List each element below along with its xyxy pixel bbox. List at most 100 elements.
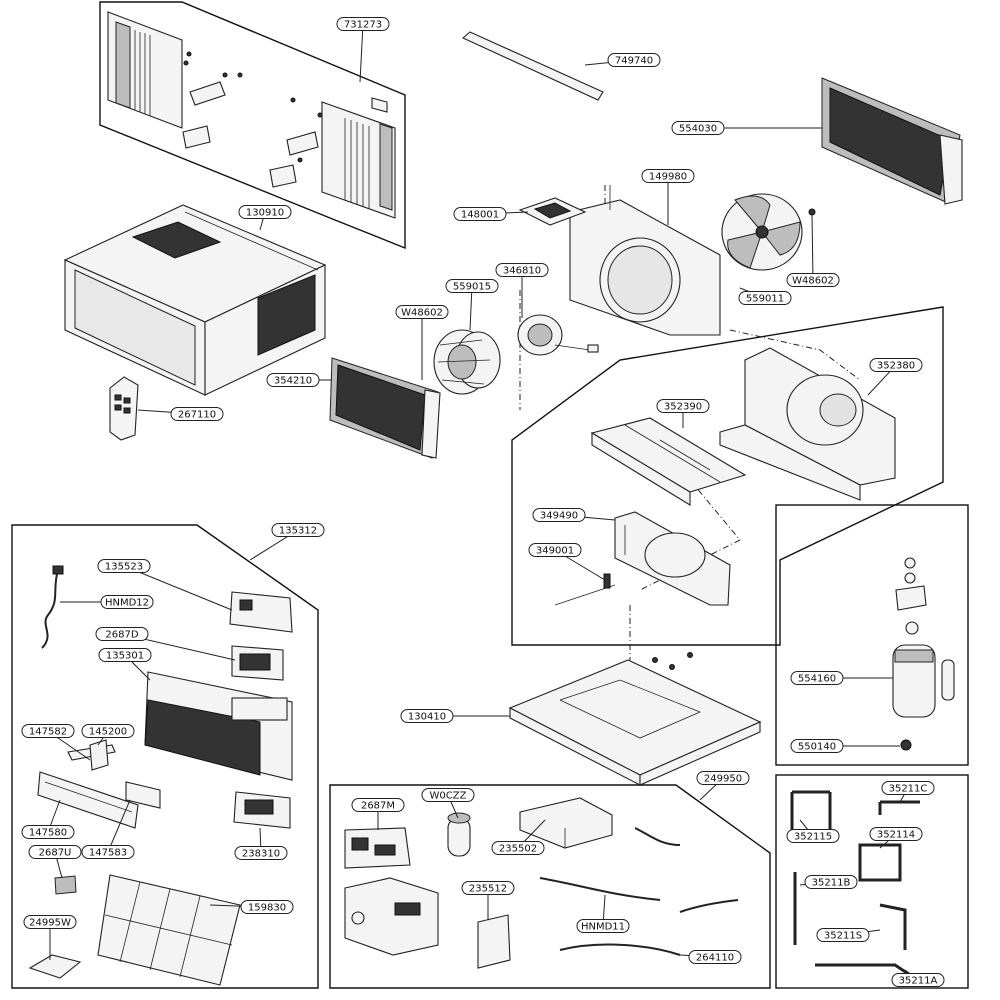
part-number-label: 35211C [889,784,928,795]
part-number-pill [495,263,549,277]
part-number-pill [786,273,840,287]
part-number-label: 147580 [29,828,67,839]
top-rail [461,31,604,101]
leader-line [469,285,473,331]
condenser-fan [721,193,816,271]
part-callout-550140: 550140 [790,739,900,753]
part-number-pill [528,543,582,557]
front-grille [144,671,293,781]
part-callout-2687u: 2687U [28,845,82,879]
part-callout-159830: 159830 [209,900,294,914]
electrical-group-box [329,784,771,989]
blower-wheel [433,329,501,395]
part-number-label: 554030 [679,124,717,135]
compressor-group-box [775,504,969,766]
part-number-label: 249950 [704,774,742,785]
part-number-label: 354210 [274,376,312,387]
leader-line [359,23,364,83]
part-callout-35211b: 35211B [799,875,858,889]
part-callout-w0czz: W0CZZ [421,788,475,819]
part-number-label: 349001 [536,546,574,557]
part-callout-130910: 130910 [238,205,292,231]
pcb-2687d [231,645,284,681]
orifice-plate [614,511,731,606]
part-number-label: 135301 [106,651,144,662]
part-number-pill [23,915,77,929]
part-number-pill [641,169,695,183]
part-callout-w48602b: W48602 [786,214,840,287]
part-number-pill [696,771,750,785]
part-callout-352115: 352115 [786,819,840,843]
part-callout-354210: 354210 [266,373,332,387]
thermistor [554,573,616,606]
remote-control [109,376,139,441]
part-number-label: 352115 [794,832,832,843]
part-number-label: 352390 [664,402,702,413]
part-number-pill [738,291,792,305]
part-number-pill [688,950,742,964]
part-callout-349001: 349001 [528,543,606,581]
part-callout-235512: 235512 [461,881,515,920]
part-number-pill [266,373,320,387]
part-number-label: 264110 [696,953,734,964]
part-number-pill [240,900,294,914]
cabinet [63,204,327,396]
part-number-pill [786,829,840,843]
part-number-label: 35211B [812,878,851,889]
condenser-coil [821,77,963,205]
part-number-label: 147582 [29,727,67,738]
leader-line [107,799,131,853]
part-number-pill [100,595,154,609]
part-number-label: 235502 [499,844,537,855]
part-number-pill [351,798,405,812]
part-number-pill [461,881,515,895]
part-number-label: W0CZZ [430,791,467,802]
part-number-label: 130910 [246,208,284,219]
part-number-pill [95,627,149,641]
part-number-pill [395,305,449,319]
part-number-pill [804,875,858,889]
shroud-bracket [518,197,587,226]
part-number-pill [656,399,710,413]
part-callout-249950: 249950 [696,771,750,801]
part-number-pill [28,845,82,859]
part-number-pill [97,559,151,573]
part-number-label: 554160 [798,674,836,685]
part-callout-147580: 147580 [21,799,75,839]
blower-housing [719,347,896,501]
part-callout-235502: 235502 [491,819,546,855]
assembly-guide [729,329,861,381]
compressor [892,557,955,751]
air-filter-frame [590,417,747,506]
part-callout-267110: 267110 [137,407,224,421]
part-number-pill [790,671,844,685]
control-box [344,877,439,956]
part-number-label: W48602 [401,308,443,319]
part-number-pill [21,724,75,738]
part-number-pill [671,121,725,135]
part-number-pill [170,407,224,421]
capacitor [447,812,471,857]
louvers [67,739,161,809]
part-callout-559015: 559015 [445,279,499,331]
part-number-label: 349490 [540,511,578,522]
sticker-2687u [54,875,77,895]
cover-235502 [519,797,613,849]
part-number-label: 2687D [105,630,138,641]
part-callout-145200: 145200 [81,724,135,746]
part-number-label: 238310 [242,849,280,860]
pcb-2687m [344,827,411,869]
part-number-label: HNMD11 [581,922,625,933]
wire-harnesses [539,827,739,956]
part-number-label: 559015 [453,282,491,293]
part-callout-346810: 346810 [495,263,549,318]
part-number-pill [790,739,844,753]
part-number-label: 35211S [824,931,862,942]
part-number-pill [491,841,545,855]
part-callout-749740: 749740 [584,53,661,67]
part-callout-35211c: 35211C [881,781,935,803]
part-number-pill [881,781,935,795]
part-number-pill [98,648,152,662]
part-number-label: 267110 [178,410,216,421]
